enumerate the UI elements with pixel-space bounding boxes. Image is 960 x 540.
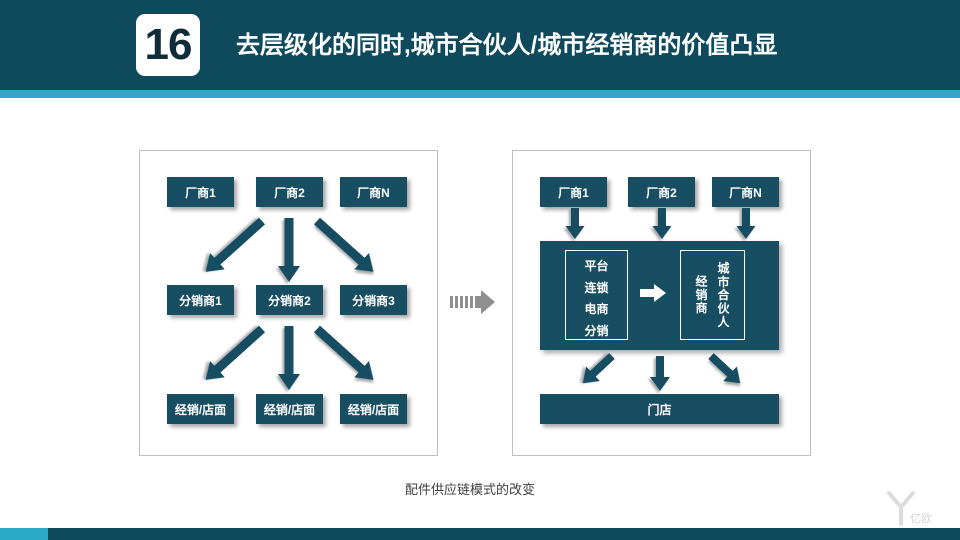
- channel-distribution: 分销: [584, 323, 609, 338]
- left-manufacturer-2: 厂商2: [256, 177, 323, 207]
- watermark-text: 亿欧: [910, 513, 932, 525]
- right-diagram-panel: 厂商1 厂商2 厂商N 平台 连锁 电商 分销 经销商 城市合伙人 门店: [512, 150, 811, 456]
- channel-chain: 连锁: [584, 280, 609, 295]
- store-bar: 门店: [540, 394, 779, 424]
- left-manufacturer-1: 厂商1: [167, 177, 234, 207]
- left-retailer-2: 经销/店面: [256, 394, 323, 424]
- left-distributor-1: 分销商1: [167, 285, 234, 315]
- footer-accent-block: [0, 528, 48, 540]
- partner-group-box: 经销商 城市合伙人: [680, 250, 745, 340]
- channel-ecommerce: 电商: [584, 302, 609, 316]
- right-manufacturer-1: 厂商1: [540, 177, 607, 207]
- left-manufacturer-n: 厂商N: [340, 177, 407, 207]
- transition-arrow-icon: [450, 290, 495, 314]
- left-retailer-1: 经销/店面: [167, 394, 234, 424]
- channel-platform: 平台: [584, 259, 609, 273]
- dealer-label: 经销商: [694, 275, 708, 315]
- left-distributor-3: 分销商3: [340, 285, 407, 315]
- slide-number-badge: 16: [136, 14, 200, 76]
- right-manufacturer-n: 厂商N: [712, 177, 779, 207]
- channel-hub-box: 平台 连锁 电商 分销 经销商 城市合伙人: [540, 241, 779, 350]
- channel-group-box: 平台 连锁 电商 分销: [565, 250, 628, 340]
- city-partner-label: 城市合伙人: [716, 261, 730, 329]
- eo-logo-icon: [887, 491, 915, 526]
- left-diagram-panel: 厂商1 厂商2 厂商N 分销商1 分销商2 分销商3 经销/店面 经销/店面 经…: [139, 150, 438, 456]
- left-distributor-2: 分销商2: [256, 285, 323, 315]
- diagram-caption: 配件供应链模式的改变: [404, 482, 535, 497]
- footer-bar: [0, 528, 960, 540]
- right-manufacturer-2: 厂商2: [628, 177, 695, 207]
- slide-number: 16: [144, 20, 193, 69]
- header-accent-strip: [0, 90, 960, 98]
- left-retailer-3: 经销/店面: [340, 394, 407, 424]
- slide-title: 去层级化的同时,城市合伙人/城市经销商的价值凸显: [236, 32, 778, 59]
